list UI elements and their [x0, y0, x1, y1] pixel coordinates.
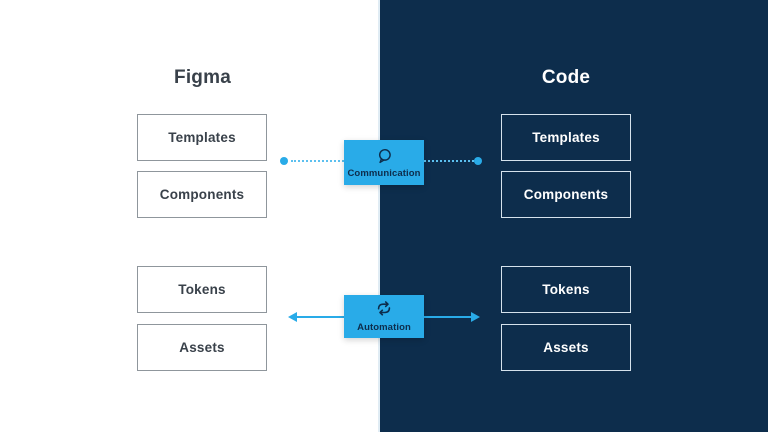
code-panel [380, 0, 768, 432]
communication-badge: Communication [344, 140, 424, 185]
figma-box-templates: Templates [137, 114, 267, 161]
automation-line-right [424, 316, 472, 318]
code-box-assets: Assets [501, 324, 631, 371]
code-title: Code [541, 67, 591, 88]
code-box-components: Components [501, 171, 631, 218]
communication-dotted-line-left [291, 160, 344, 162]
code-box-tokens: Tokens [501, 266, 631, 313]
automation-line-left [296, 316, 344, 318]
figma-box-tokens: Tokens [137, 266, 267, 313]
figma-box-components: Components [137, 171, 267, 218]
automation-arrowhead-right [471, 312, 480, 322]
communication-endpoint-dot-left [280, 157, 288, 165]
automation-label: Automation [357, 322, 411, 333]
communication-dotted-line-right [424, 160, 474, 162]
automation-badge: Automation [344, 295, 424, 338]
code-box-templates: Templates [501, 114, 631, 161]
panel-divider [378, 0, 380, 432]
automation-arrowhead-left [288, 312, 297, 322]
sync-arrows-icon [377, 301, 391, 316]
figma-title: Figma [174, 67, 231, 88]
communication-endpoint-dot-right [474, 157, 482, 165]
speech-bubble-icon [378, 148, 391, 163]
communication-label: Communication [347, 167, 421, 179]
figma-box-assets: Assets [137, 324, 267, 371]
